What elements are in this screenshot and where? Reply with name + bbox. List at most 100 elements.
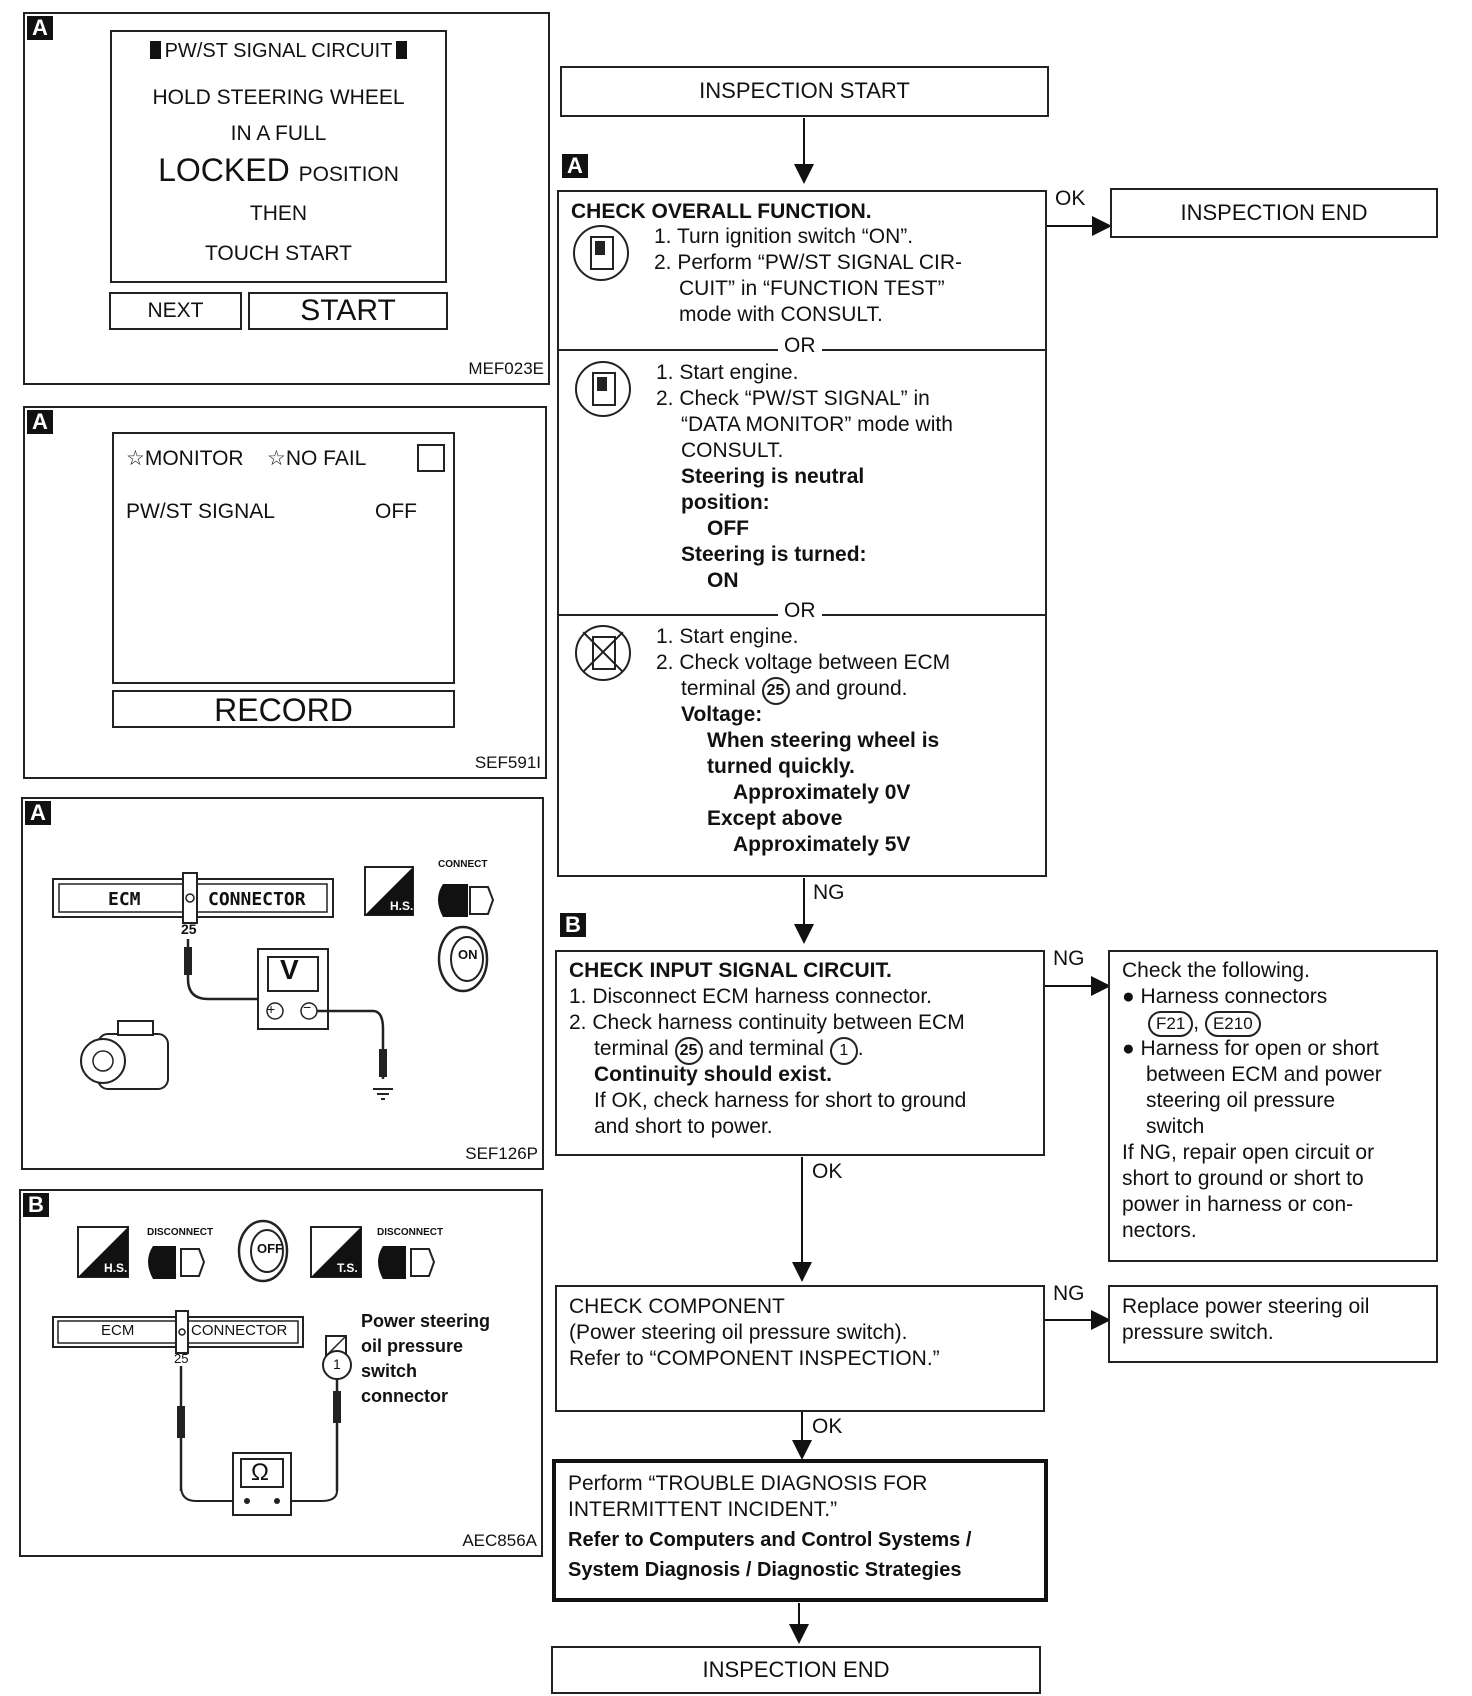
inspection-end-box-1: INSPECTION END [1110,188,1438,238]
panel-continuity-check: B H.S. DISCONNE [19,1189,543,1557]
check-overall-function-box: OR OR CHECK OVERALL FUNCTION. 1. Turn ig… [557,190,1047,877]
perform-reference: System Diagnosis / Diagnostic Strategies [568,1559,962,1581]
ok-label: OK [1055,187,1086,210]
voltage-circuit-diagram [52,866,495,1100]
bullet-item-cont: between ECM and power [1146,1063,1382,1086]
screen-title: PW/ST SIGNAL CIRCUIT [112,40,445,63]
component-line: (Power steering oil pressure switch). [569,1321,908,1344]
minus-terminal: − [303,999,312,1015]
perform-line: INTERMITTENT INCIDENT.” [568,1498,838,1521]
check-b-step: terminal 25 and terminal 1. [594,1036,864,1065]
ecm-label: ECM [108,889,141,910]
monitor-label: ☆MONITOR [126,447,244,470]
check-a-spec: Voltage: [681,703,763,726]
check-b-title: CHECK INPUT SIGNAL CIRCUIT. [569,959,892,982]
perform-reference: Refer to Computers and Control Systems / [568,1529,972,1551]
bullet-item-cont: steering oil pressure [1146,1089,1336,1112]
badge-b: B [23,1193,49,1217]
perform-line: Perform “TROUBLE DIAGNOSIS FOR [568,1472,928,1495]
panel-function-test: A PW/ST SIGNAL CIRCUIT HOLD STEERING WHE… [23,12,550,385]
inspection-end-label: INSPECTION END [702,1657,890,1682]
instruction-line-4: THEN [249,202,308,225]
check-a-spec: Approximately 0V [733,781,911,804]
ng-action: nectors. [1122,1219,1197,1242]
check-following-box: Check the following. ● Harness connector… [1108,950,1438,1262]
terminal-1: 1 [333,1356,341,1372]
check-a-spec: turned quickly. [707,755,855,778]
ohmmeter-icon: Ω [251,1459,269,1486]
hs-icon: H.S. [104,1261,128,1275]
check-a-spec: Steering is neutral [681,465,865,488]
bullet-item-cont: switch [1146,1115,1205,1138]
check-a-spec: When steering wheel is [707,729,940,752]
replace-line: pressure switch. [1122,1321,1274,1344]
terminal-25-badge: 25 [761,677,790,705]
flow-badge-a: A [562,154,588,178]
inspection-start-label: INSPECTION START [699,78,910,103]
connector-e210-badge: E210 [1204,1011,1261,1037]
ignition-on-icon: ON [458,947,478,962]
terminal-25: 25 [181,921,197,937]
check-a-step: 2. Check voltage between ECM [656,651,951,674]
signal-value: OFF [375,500,417,523]
badge-a: A [27,16,53,40]
check-following-title: Check the following. [1122,959,1310,982]
signal-name: PW/ST SIGNAL [126,500,275,523]
no-consult-icon [575,625,631,681]
panel-voltage-check: A ECM CONNECTOR 25 V + − H.S. CON [21,797,544,1170]
check-b-step: 1. Disconnect ECM harness connector. [569,985,933,1008]
component-line: Refer to “COMPONENT INSPECTION.” [569,1347,940,1370]
check-a-step: 1. Start engine. [656,625,799,648]
check-a-spec: ON [707,569,739,592]
or-separator-1: OR [778,334,822,358]
instruction-line-5: TOUCH START [204,242,352,265]
check-b-note: and short to power. [594,1115,773,1138]
check-a-step: 2. Check “PW/ST SIGNAL” in [656,387,930,410]
check-input-signal-box: CHECK INPUT SIGNAL CIRCUIT. 1. Disconnec… [555,950,1045,1156]
inspection-end-label: INSPECTION END [1180,200,1368,225]
monitor-screen: ☆MONITOR ☆NO FAIL PW/ST SIGNAL OFF [112,432,455,684]
start-button[interactable]: START [248,292,448,330]
check-component-box: CHECK COMPONENT (Power steering oil pres… [555,1285,1045,1412]
connector-label: CONNECTOR [191,1322,288,1339]
record-button[interactable]: RECORD [112,690,455,728]
bullet-item: ● Harness connectors [1122,985,1328,1008]
instruction-line-1: HOLD STEERING WHEEL [152,86,405,109]
disconnect-label-1: DISCONNECT [147,1227,214,1238]
connector-f21-badge: F21 [1148,1011,1194,1037]
figure-id: SEF126P [465,1144,538,1163]
check-a-spec: Steering is turned: [681,543,867,566]
bullet-item: ● Harness for open or short [1122,1037,1379,1060]
continuity-circuit-diagram [52,1219,436,1516]
next-button[interactable]: NEXT [109,292,242,330]
replace-switch-box: Replace power steering oil pressure swit… [1108,1285,1438,1363]
ts-icon: T.S. [337,1261,358,1275]
check-a-step: CONSULT. [681,439,784,462]
consult-icon [575,361,631,417]
switch-connector-label: Power steering oil pressure switch conne… [361,1311,491,1406]
check-a-spec: position: [681,491,770,514]
check-a-step: “DATA MONITOR” mode with [681,413,953,436]
ng-action: power in harness or con- [1122,1193,1354,1216]
check-a-step: 2. Perform “PW/ST SIGNAL CIR- [654,251,963,274]
voltmeter-icon: V [280,954,299,985]
disconnect-label-2: DISCONNECT [377,1227,444,1238]
ecm-label: ECM [101,1322,135,1339]
ok-label: OK [812,1160,843,1183]
figure-id: MEF023E [468,359,544,378]
checkbox[interactable] [417,444,445,472]
panel-data-monitor: A ☆MONITOR ☆NO FAIL PW/ST SIGNAL OFF REC… [23,406,547,779]
check-b-step: 2. Check harness continuity between ECM [569,1011,965,1034]
check-b-note: If OK, check harness for short to ground [594,1089,967,1112]
check-a-step: CUIT” in “FUNCTION TEST” [679,277,945,300]
figure-id: SEF591I [474,753,541,772]
badge-a: A [27,410,53,434]
or-separator-2: OR [778,599,822,623]
terminal-25: 25 [174,1351,189,1366]
check-a-step: terminal 25 and ground. [681,676,908,705]
badge-a: A [25,801,51,825]
replace-line: Replace power steering oil [1122,1295,1370,1318]
consult-screen: PW/ST SIGNAL CIRCUIT HOLD STEERING WHEEL… [110,30,447,283]
ng-label: NG [1053,1282,1085,1305]
connect-label: CONNECT [438,859,488,870]
